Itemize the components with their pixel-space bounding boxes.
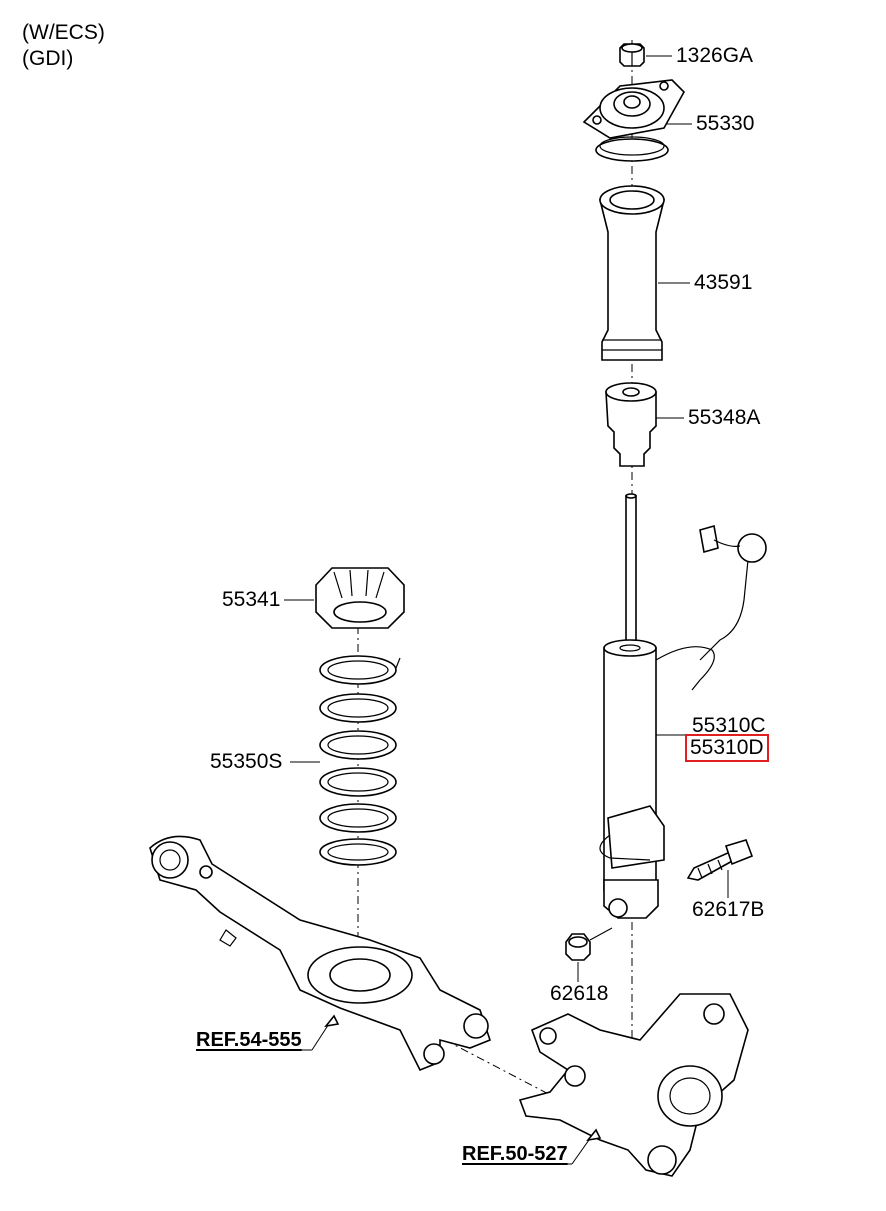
dust-cover-icon [598,185,666,361]
note-gdi: (GDI) [22,47,74,70]
part-label-62618[interactable]: 62618 [550,982,609,1005]
part-label-55310c[interactable]: 55310C [692,714,766,737]
strut-mount-icon [582,79,685,162]
top-nut-icon [619,43,645,67]
note-ecs: (W/ECS) [22,21,105,44]
shock-absorber-icon [599,493,767,919]
part-label-55350s[interactable]: 55350S [210,750,283,773]
part-label-55310d-highlighted[interactable]: 55310D [685,734,769,762]
part-label-55348a[interactable]: 55348A [688,406,761,429]
part-label-43591[interactable]: 43591 [694,271,753,294]
bottom-nut-icon [565,933,591,961]
part-label-55330[interactable]: 55330 [696,112,755,135]
arm-knuckle-link-line [444,1039,561,1101]
bump-stop-icon [605,382,657,467]
bolt-icon [686,839,754,881]
knuckle-icon [518,993,749,1177]
part-label-1326ga[interactable]: 1326GA [676,44,754,67]
ref-link-knuckle[interactable]: REF.50-527 [462,1143,568,1165]
ref-link-control-arm[interactable]: REF.54-555 [196,1029,302,1051]
part-label-62617b[interactable]: 62617B [692,898,765,921]
spring-pad-icon [315,567,405,629]
lower-control-arm-icon [149,835,491,1072]
coil-spring-icon [319,655,401,866]
part-label-55341[interactable]: 55341 [222,588,281,611]
